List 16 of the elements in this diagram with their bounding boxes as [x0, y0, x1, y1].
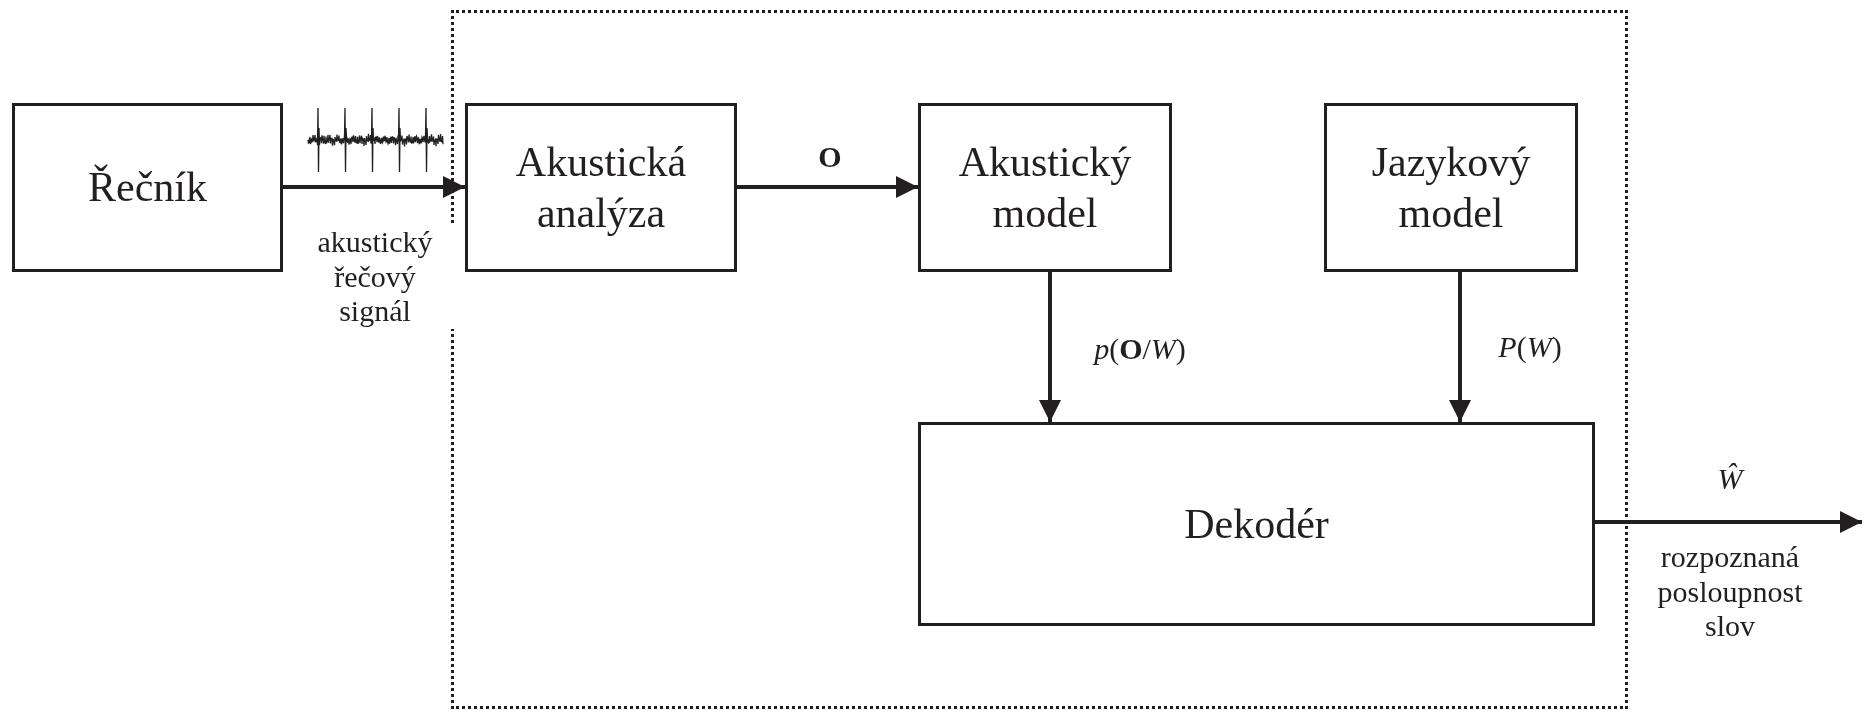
- process-box: [1324, 103, 1578, 272]
- box-label: Dekodér: [1184, 499, 1329, 549]
- arrow: [1595, 511, 1862, 533]
- arrow: [1039, 272, 1061, 422]
- process-box: [918, 422, 1595, 626]
- arrow: [737, 176, 918, 198]
- process-box: [465, 103, 737, 272]
- dotted-frame: [451, 10, 1628, 709]
- box-label: Jazykový model: [1370, 138, 1532, 238]
- arrow: [283, 176, 465, 198]
- box-label: Akustický model: [957, 138, 1133, 238]
- process-box: [12, 103, 283, 272]
- box-label: Akustická analýza: [514, 138, 688, 238]
- process-box: [918, 103, 1172, 272]
- arrow: [1449, 272, 1471, 422]
- box-label: Řečník: [88, 163, 207, 213]
